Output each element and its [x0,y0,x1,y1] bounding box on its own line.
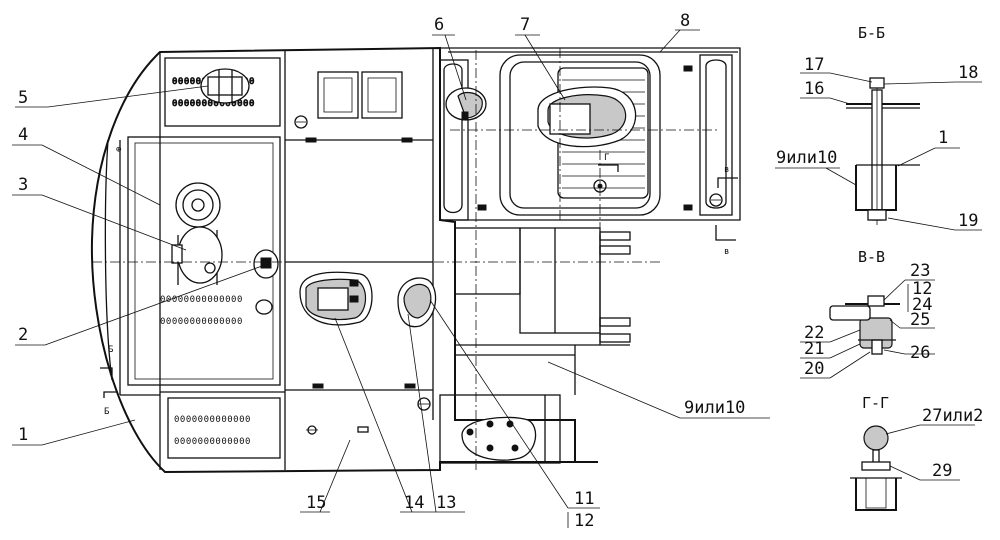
callout-2: 2 [15,265,263,346]
svg-text:⊕: ⊕ [116,145,121,155]
callout-3: 3 [12,175,187,251]
section-b-marker-bottom: Б [104,407,109,417]
section-b-title: Б-Б [858,24,885,42]
section-v-title: В-В [858,248,885,266]
section-v-detail: В-В 23 12 24 25 22 21 26 20 [800,248,935,379]
callout-4-label: 4 [18,125,28,145]
callout-8-label: 8 [680,11,690,31]
section-g-marker: Г [604,153,609,163]
section-b-callout-9: 9или10 [776,148,837,168]
section-v-callout-24: 24 [912,295,932,315]
svg-text:00000000000000: 00000000000000 [172,99,255,109]
section-marker-b-upper: Б [100,345,113,376]
callout-13-label: 13 [436,493,456,513]
section-b-callout-1: 1 [938,128,948,148]
callout-8: 8 [659,11,700,53]
callout-6: 6 [432,15,467,101]
section-b-marker-top: Б [108,345,113,355]
lower-grille-panel: 0000000000000 0000000000000 [167,397,281,459]
left-main-panel: 00000000000000 00000000000000 ⊕ [116,136,281,386]
center-upper-block [294,71,413,143]
callout-11-label: 11 [574,489,594,509]
section-b-callout-18: 18 [958,63,978,83]
svg-text:0000000000000: 0000000000000 [174,415,251,425]
section-b-detail: Б-Б 17 18 16 1 9или10 19 [775,24,982,231]
section-b-callout-16: 16 [804,79,824,99]
section-marker-v: в в [715,165,738,257]
center-middle-block [299,271,437,389]
svg-text:00000000000000: 00000000000000 [160,295,243,305]
section-v-marker-top: в [724,165,729,175]
callout-12-label: 12 [574,511,594,531]
section-marker-g: Г [598,153,619,172]
section-v-callout-26: 26 [910,343,930,363]
callout-13: 13 [407,313,465,513]
callout-4: 4 [12,125,161,206]
section-v-callout-20: 20 [804,359,824,379]
section-b-callout-19: 19 [958,211,978,231]
section-v-callout-23: 23 [910,261,930,281]
bottom-center-block [306,397,431,435]
section-v-callout-22: 22 [804,323,824,343]
callout-15-label: 15 [306,493,326,513]
section-g-callout-29: 29 [932,461,952,481]
callout-9-main: 9или10 [547,361,770,419]
section-v-callout-21: 21 [804,339,824,359]
section-v-callout-25: 25 [910,310,930,330]
section-b-callout-17: 17 [804,55,824,75]
callout-7: 7 [515,15,566,101]
callout-3-label: 3 [18,175,28,195]
section-v-callout-12: 12 [912,279,932,299]
right-upper-compartment [439,47,741,221]
svg-text:0000000000000: 0000000000000 [174,437,251,447]
callout-7-label: 7 [520,15,530,35]
callout-11-12: 11 12 [429,299,600,531]
right-middle-area [454,227,631,395]
callout-14: 14 [334,317,430,513]
bottom-right-housing [439,394,598,464]
section-g-detail: Г-Г 27или2 29 [850,394,983,511]
callout-1-label: 1 [18,425,28,445]
cab-body-outline [90,46,576,474]
section-v-marker-bottom: в [724,247,729,257]
svg-text:00000000000000: 00000000000000 [160,317,243,327]
callout-15: 15 [300,439,351,513]
callout-5: 5 [15,85,209,108]
section-g-title: Г-Г [862,394,889,412]
callout-5-label: 5 [18,88,28,108]
callout-9-label: 9или10 [684,398,745,418]
callout-2-label: 2 [18,325,28,345]
section-g-callout-27: 27или2 [922,406,983,426]
center-lines [92,48,720,470]
callout-1: 1 [12,419,136,446]
section-marker-b-lower: Б [103,391,118,417]
upper-grille-panel: 00000000000000 00000000000000 [164,57,281,127]
callout-14-label: 14 [404,493,424,513]
callout-6-label: 6 [434,15,444,35]
